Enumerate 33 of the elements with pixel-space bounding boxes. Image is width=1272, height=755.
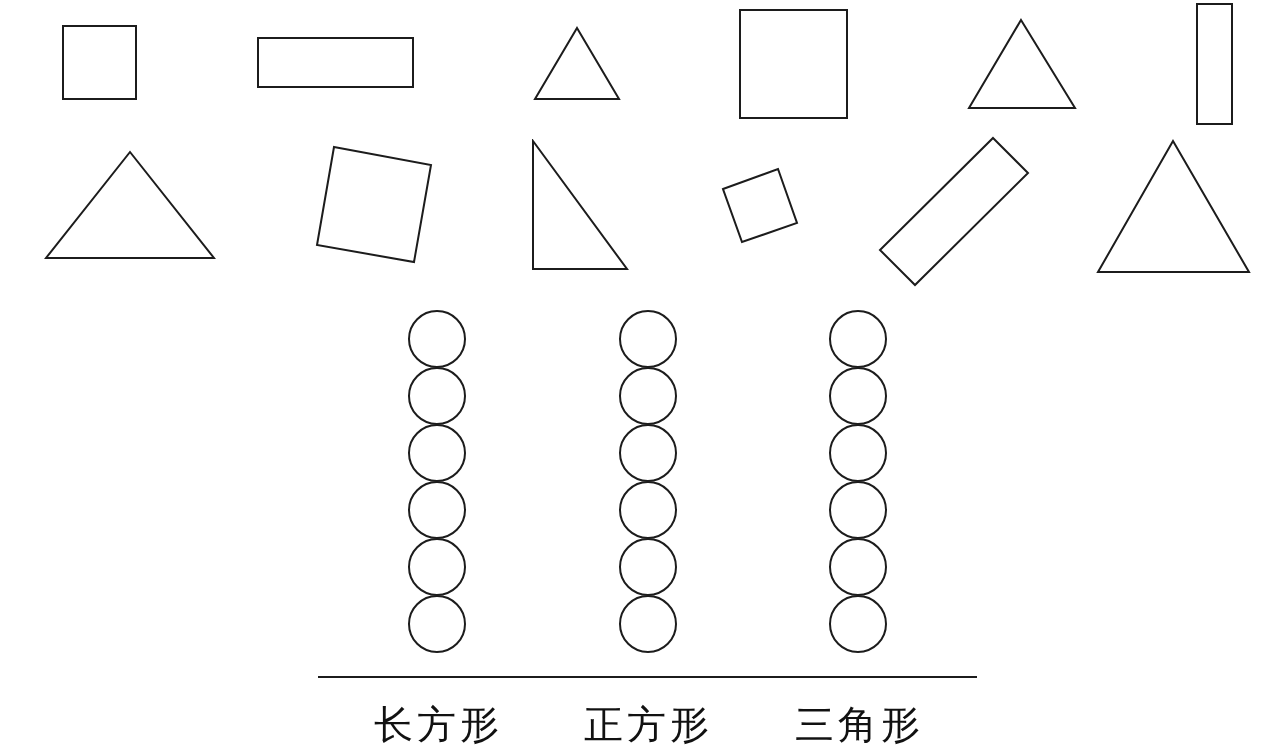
shape-category-label: 长方形 bbox=[373, 705, 503, 744]
answer-circle bbox=[407, 423, 467, 483]
tilted-square-outline bbox=[315, 145, 433, 264]
shape-category-label: 正方形 bbox=[583, 705, 713, 744]
tilted-square-outline bbox=[721, 167, 799, 244]
triangle-outline bbox=[967, 18, 1077, 110]
rectangle-outline bbox=[256, 36, 415, 89]
answer-circle bbox=[407, 366, 467, 426]
answer-circle bbox=[407, 480, 467, 540]
tilted-rectangle-outline bbox=[878, 136, 1030, 287]
shape-category-label: 三角形 bbox=[794, 705, 924, 744]
triangle-outline bbox=[44, 150, 216, 260]
answer-circle bbox=[618, 366, 678, 426]
answer-circle bbox=[618, 537, 678, 597]
triangle-outline bbox=[1096, 139, 1251, 274]
answer-circle bbox=[828, 480, 888, 540]
answer-circle bbox=[828, 309, 888, 369]
right-triangle-outline bbox=[531, 139, 629, 271]
answer-circle bbox=[407, 537, 467, 597]
answer-circle bbox=[828, 537, 888, 597]
triangle-outline bbox=[533, 26, 621, 101]
answer-circle bbox=[828, 423, 888, 483]
answer-circle bbox=[828, 594, 888, 654]
answer-circle bbox=[407, 594, 467, 654]
answer-circle bbox=[618, 594, 678, 654]
rectangle-outline bbox=[1195, 2, 1234, 126]
square-outline bbox=[738, 8, 849, 120]
answer-circle bbox=[828, 366, 888, 426]
answer-circle bbox=[618, 309, 678, 369]
answer-circle bbox=[407, 309, 467, 369]
answer-circle bbox=[618, 480, 678, 540]
square-outline bbox=[61, 24, 138, 101]
answer-circle bbox=[618, 423, 678, 483]
